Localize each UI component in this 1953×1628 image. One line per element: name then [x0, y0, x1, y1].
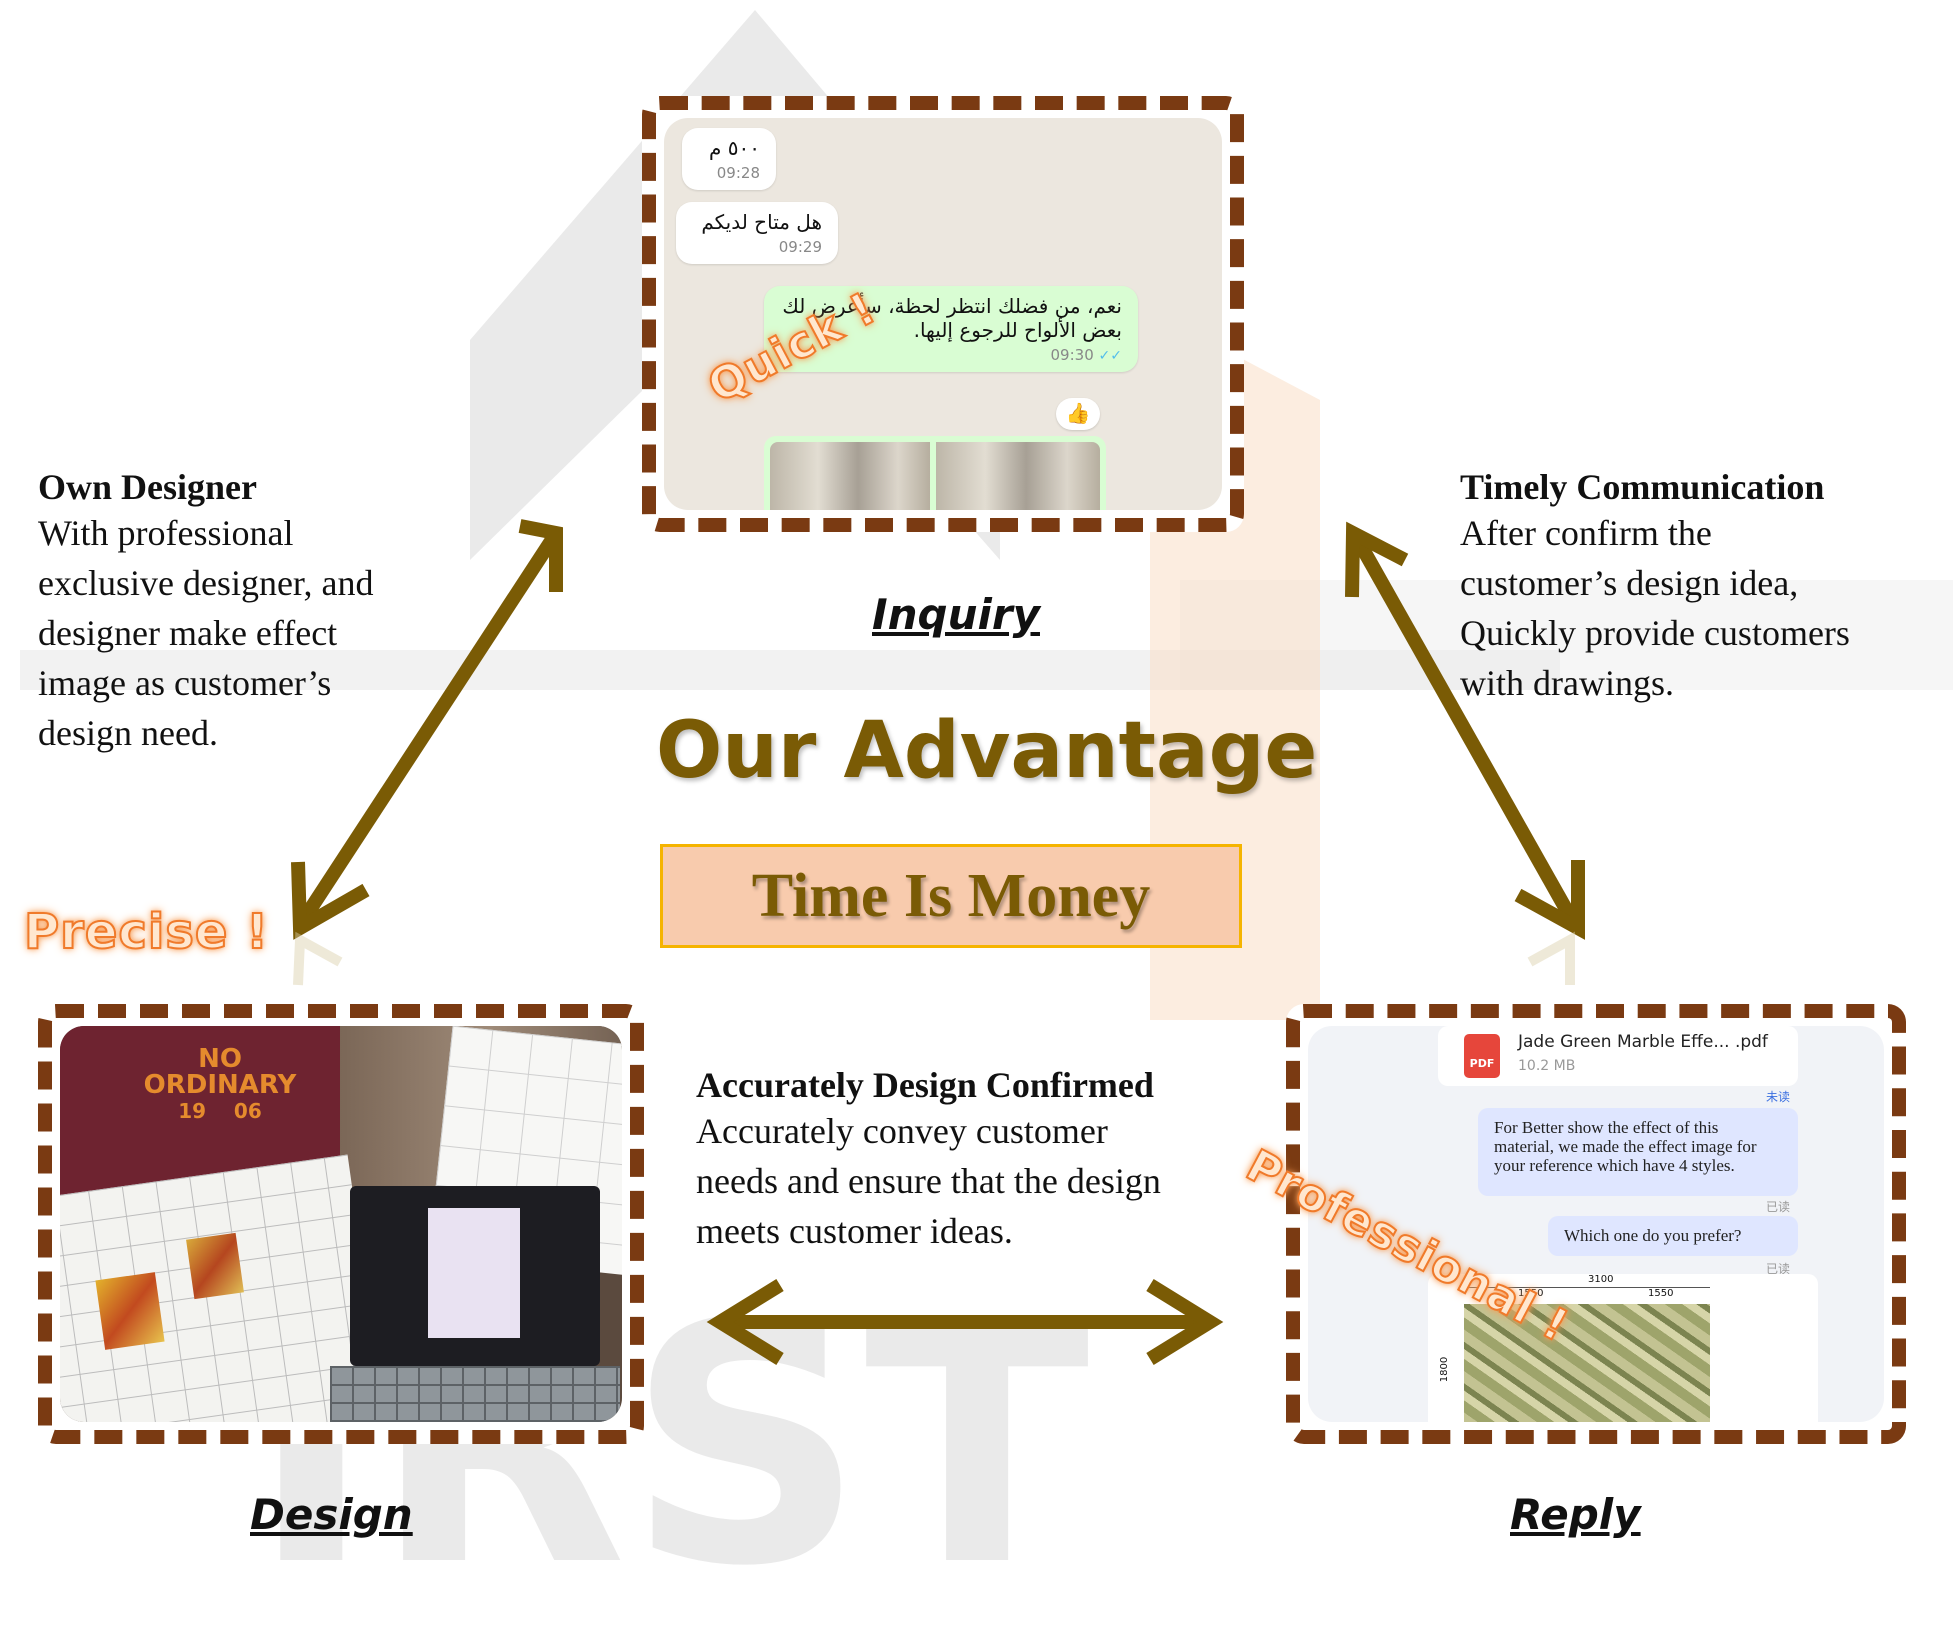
- arrowhead-up-left: [518, 519, 563, 592]
- dimension-line: [1464, 1287, 1710, 1288]
- communication-line: with drawings.: [1460, 663, 1674, 703]
- advantage-title: Our Advantage: [656, 706, 1318, 796]
- confirmed-line: Accurately convey customer: [696, 1111, 1108, 1151]
- file-card[interactable]: PDF Jade Green Marble Effe... .pdf 10.2 …: [1438, 1026, 1798, 1086]
- whatsapp-chat: ٥٠٠ م 09:28 هل متاح لديكم 09:29 نعم، من …: [664, 118, 1222, 510]
- dimension-total: 3100: [1588, 1274, 1614, 1285]
- reply-label: Reply: [1510, 1490, 1641, 1539]
- arrowhead-down-left: [291, 861, 370, 940]
- shirt-text: ORDINARY: [143, 1070, 297, 1100]
- marble-drawing: 3100 1550 1550 1800: [1428, 1274, 1818, 1422]
- designer-line: design need.: [38, 713, 218, 753]
- confirmed-line: meets customer ideas.: [696, 1211, 1013, 1251]
- communication-line: After confirm the: [1460, 513, 1712, 553]
- file-size: 10.2 MB: [1518, 1058, 1576, 1074]
- floor-plan-color: [186, 1232, 244, 1300]
- reply-question-text: Which one do you prefer?: [1564, 1226, 1742, 1245]
- inquiry-frame: ٥٠٠ م 09:28 هل متاح لديكم 09:29 نعم، من …: [642, 96, 1244, 532]
- designer-line: With professional: [38, 513, 294, 553]
- arrowhead-up-right: [1345, 521, 1409, 598]
- unread-status: 未读: [1766, 1090, 1791, 1104]
- reply-frame: PDF Jade Green Marble Effe... .pdf 10.2 …: [1286, 1004, 1906, 1444]
- communication-title: Timely Communication: [1460, 467, 1825, 507]
- inquiry-label: Inquiry: [872, 590, 1040, 639]
- communication-description: Timely Communication After confirm the c…: [1460, 466, 1940, 708]
- chat-bubble-outgoing: نعم، من فضلك انتظر لحظة، سأعرض لك بعض ال…: [764, 286, 1138, 372]
- arrowhead-down-right: [1514, 860, 1585, 940]
- shirt-text: NO: [198, 1044, 242, 1074]
- jade-marble-image: [1464, 1304, 1710, 1422]
- shirt-text: 19: [178, 1099, 207, 1123]
- floor-plan-color: [95, 1272, 165, 1350]
- double-check-icon: ✓✓: [1098, 348, 1122, 364]
- designer-line: image as customer’s: [38, 663, 332, 703]
- reply-message-text: For Better show the effect of this mater…: [1494, 1118, 1757, 1175]
- chat-message-text: بعض الألواح للرجوع إليها.: [913, 318, 1122, 342]
- confirmed-title: Accurately Design Confirmed: [696, 1065, 1154, 1105]
- shirt-text: 06: [233, 1099, 262, 1123]
- marble-slab-photo: [770, 442, 930, 510]
- file-name: Jade Green Marble Effe... .pdf: [1518, 1032, 1768, 1052]
- chat-reply: PDF Jade Green Marble Effe... .pdf 10.2 …: [1308, 1026, 1884, 1422]
- communication-line: Quickly provide customers: [1460, 613, 1850, 653]
- dimension-height: 1800: [1439, 1356, 1451, 1383]
- precise-tag: Precise !: [23, 903, 270, 961]
- design-label: Design: [250, 1490, 413, 1539]
- confirmed-description: Accurately Design Confirmed Accurately c…: [696, 1064, 1256, 1256]
- chat-message-time: 09:30 ✓✓: [1050, 346, 1122, 364]
- read-status: 已读: [1766, 1262, 1791, 1276]
- chat-message-time: 09:28: [716, 164, 760, 182]
- design-photo: NO ORDINARY 19 06: [60, 1026, 622, 1422]
- designer-title: Own Designer: [38, 467, 257, 507]
- slogan-box: Time Is Money: [660, 844, 1242, 948]
- chat-message-text: ٥٠٠ م: [709, 136, 760, 160]
- laptop-drawing: [428, 1208, 520, 1338]
- slogan-text: Time Is Money: [751, 862, 1151, 930]
- design-frame: NO ORDINARY 19 06: [38, 1004, 644, 1444]
- designer-line: exclusive designer, and: [38, 563, 374, 603]
- image-attachment: [764, 436, 1106, 510]
- designer-description: Own Designer With professional exclusive…: [38, 466, 468, 758]
- communication-line: customer’s design idea,: [1460, 563, 1799, 603]
- chat-message-text: نعم، من فضلك انتظر لحظة، سأعرض لك: [782, 294, 1122, 318]
- chat-bubble-incoming: ٥٠٠ م 09:28: [682, 128, 776, 190]
- arrow-design-inquiry: [294, 531, 561, 929]
- arrow-inquiry-reply: [1348, 531, 1582, 929]
- chat-message-text: هل متاح لديكم: [701, 210, 822, 234]
- dimension-right: 1550: [1648, 1288, 1674, 1299]
- laptop-keyboard: [330, 1366, 620, 1422]
- designer-line: designer make effect: [38, 613, 338, 653]
- shirt-print: NO ORDINARY 19 06: [130, 1046, 310, 1124]
- marble-slab-photo: [936, 442, 1100, 510]
- confirmed-line: needs and ensure that the design: [696, 1161, 1161, 1201]
- pdf-icon: PDF: [1464, 1034, 1500, 1078]
- dimension-left: 1550: [1518, 1288, 1544, 1299]
- thumbs-up-icon: 👍: [1056, 398, 1100, 430]
- chat-bubble-incoming: هل متاح لديكم 09:29: [676, 202, 838, 264]
- chat-message-time: 09:29: [778, 238, 822, 256]
- reply-message: For Better show the effect of this mater…: [1478, 1108, 1798, 1196]
- read-status: 已读: [1766, 1200, 1791, 1214]
- reply-question: Which one do you prefer?: [1548, 1216, 1798, 1256]
